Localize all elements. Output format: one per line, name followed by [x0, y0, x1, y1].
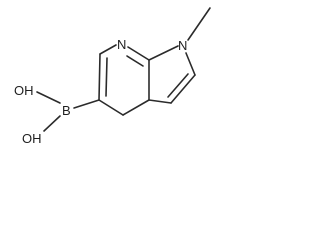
boronic-acid-group	[36, 91, 100, 132]
atom-label-hydroxyl-lower: OH	[22, 131, 42, 146]
bond-c4-c5	[98, 99, 124, 116]
bond-c3a-c4	[122, 99, 150, 116]
bond-c3-c3a	[148, 99, 172, 104]
bond-c5-boron	[73, 99, 100, 109]
pyrrole-ring	[148, 45, 196, 104]
atom-label-hydroxyl-upper: OH	[14, 83, 34, 98]
bond-n7-c7a	[127, 46, 150, 61]
bond-c5-c6	[98, 53, 101, 101]
bond-n1-c2	[185, 52, 196, 76]
atom-label-methyl-nitrogen: N	[178, 38, 187, 53]
bond-c7a-n1	[148, 45, 179, 61]
chemical-structure: N N B OH OH	[14, 7, 211, 146]
bond-c7a-n7-inner	[126, 55, 144, 67]
bond-boron-oh-upper	[36, 91, 61, 104]
bond-c6-n7	[99, 44, 117, 55]
bond-boron-oh-lower	[43, 115, 61, 132]
atom-label-ring-nitrogen: N	[117, 37, 126, 52]
bond-c2-c3	[170, 74, 196, 104]
bond-n1-methyl	[187, 7, 211, 41]
atom-label-boron: B	[62, 103, 71, 118]
bond-c2-c3-inner	[167, 73, 189, 98]
bond-c5-c6-inner	[105, 57, 108, 97]
pyridine-ring	[98, 44, 150, 116]
